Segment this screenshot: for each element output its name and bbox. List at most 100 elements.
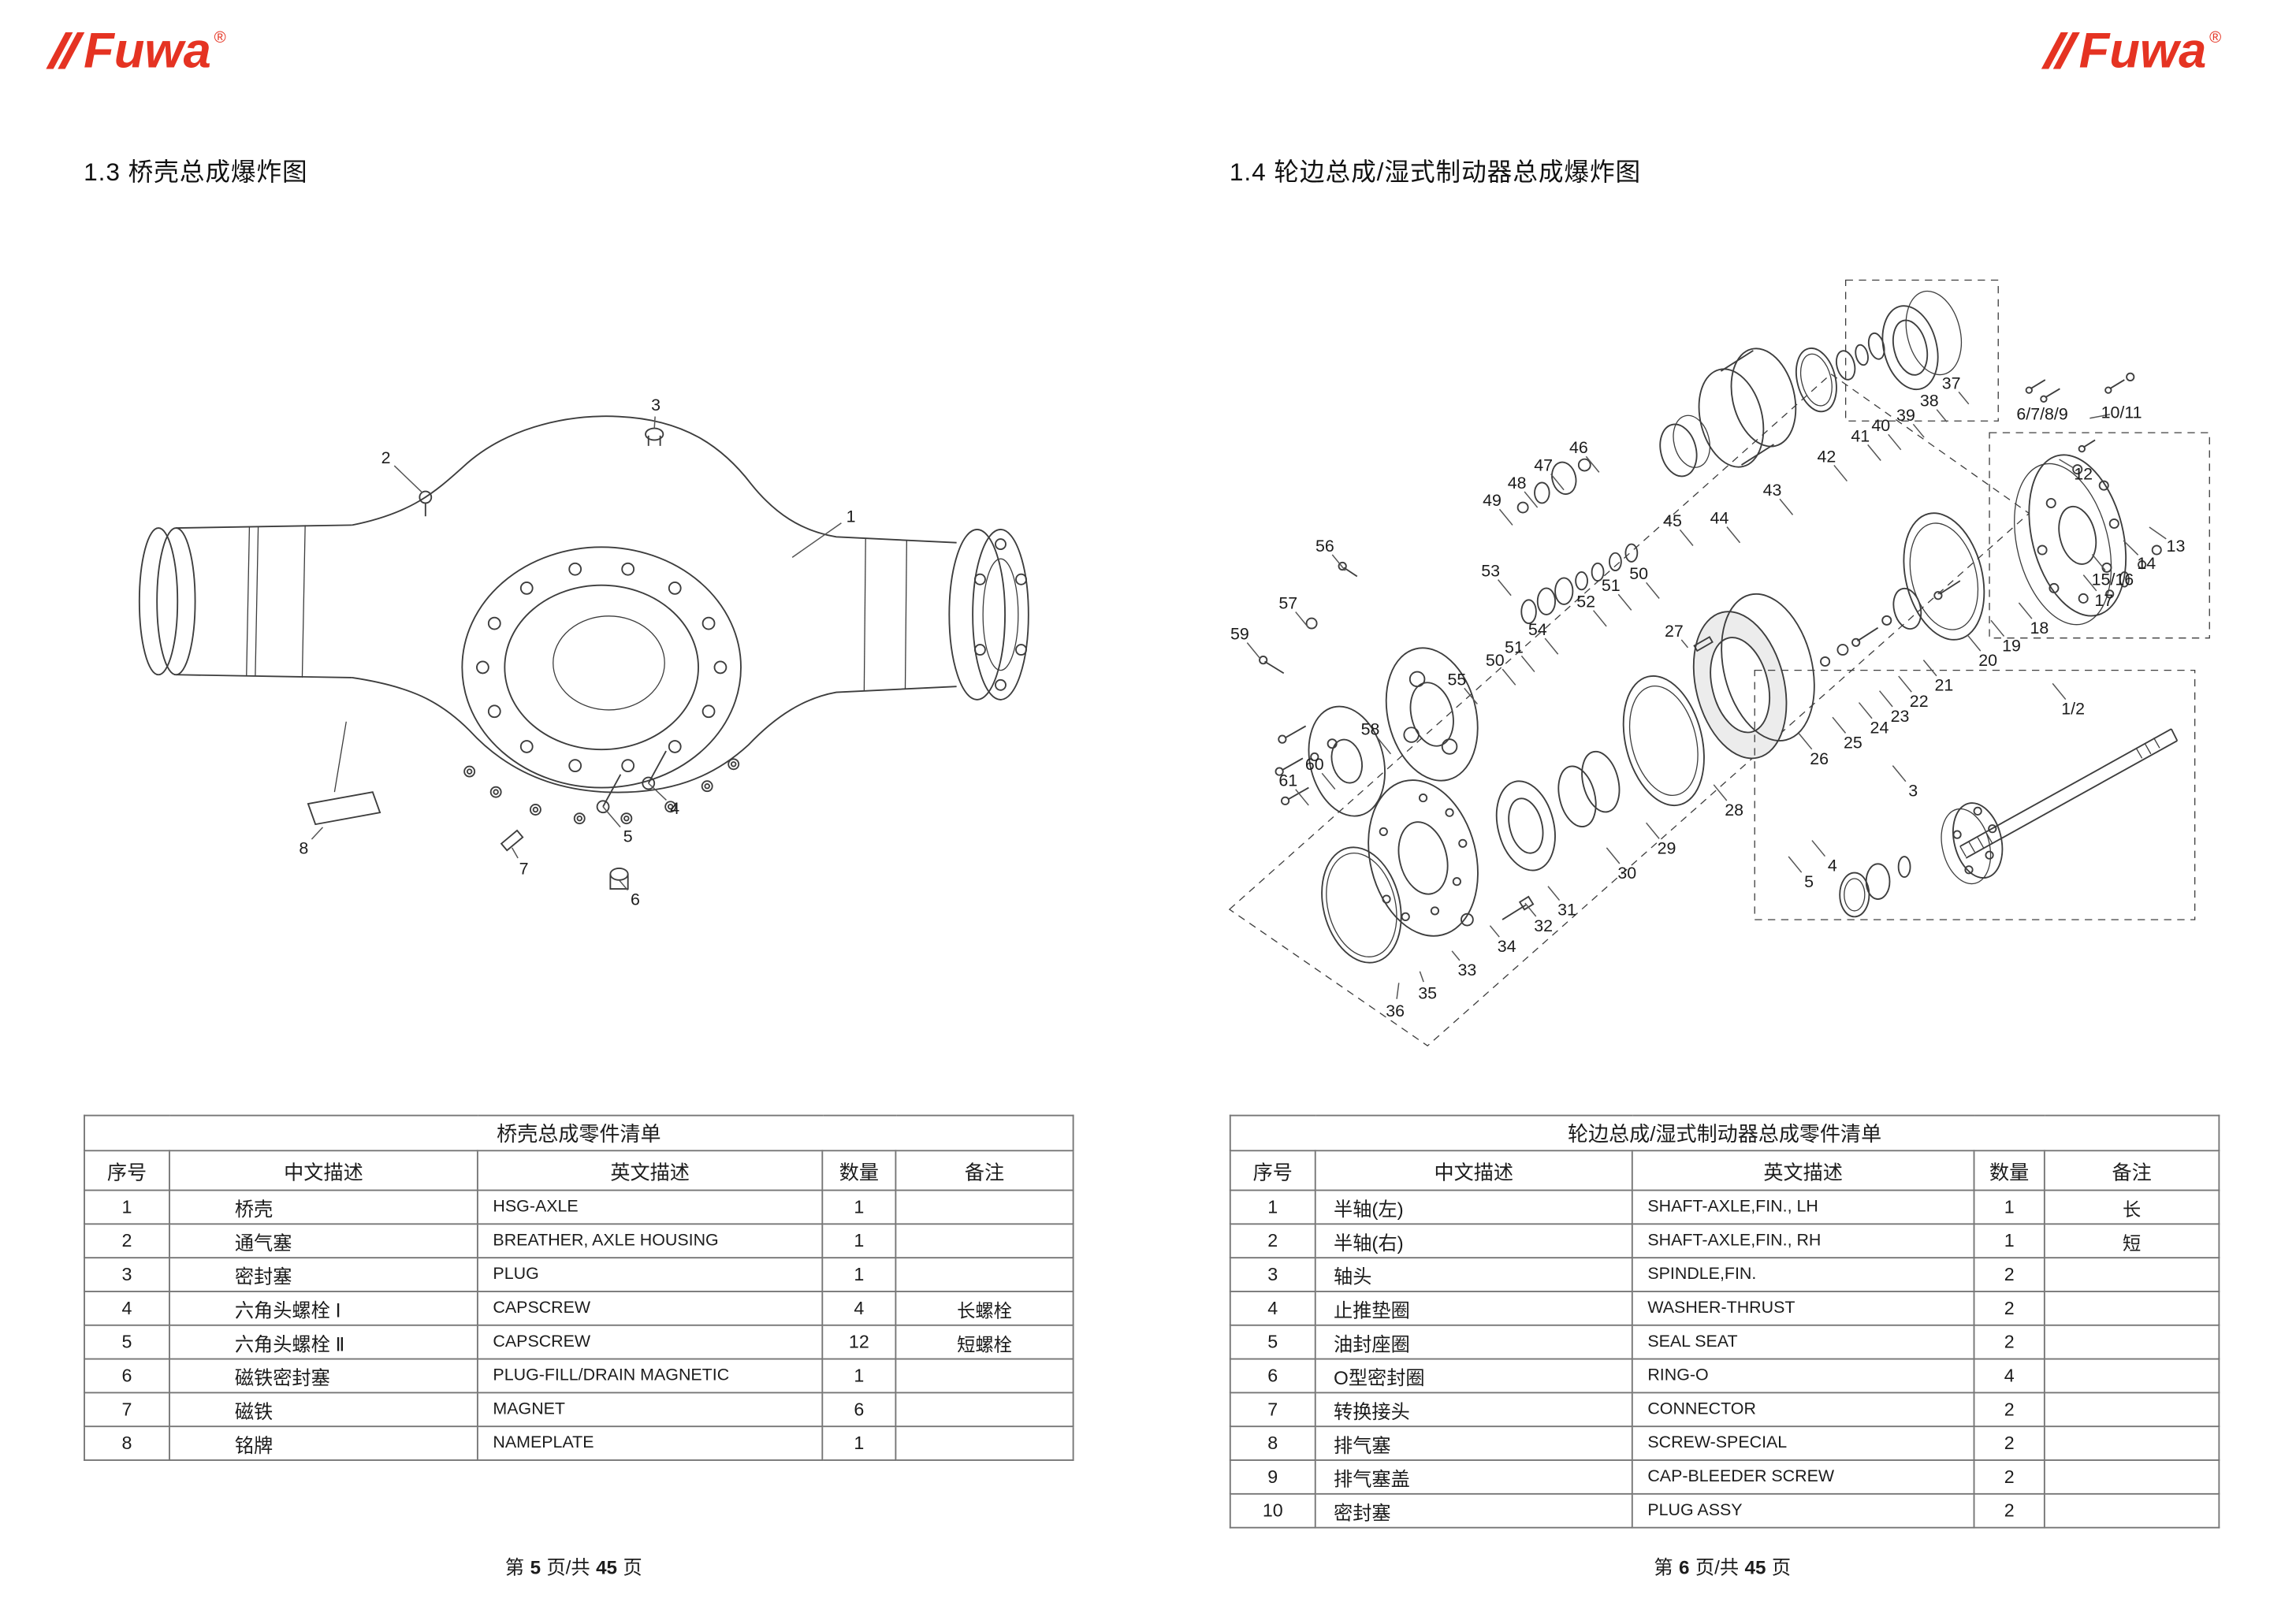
- wheel-hub-33: [1368, 779, 1479, 937]
- table-title-right: 轮边总成/湿式制动器总成零件清单: [1229, 1114, 2220, 1152]
- table-cell: [2043, 1459, 2220, 1495]
- callout-label: 40: [1871, 416, 1890, 435]
- table-cell: 5: [1229, 1324, 1316, 1360]
- table-cell: 2: [84, 1223, 170, 1259]
- callout-leader: [648, 782, 667, 801]
- registered-mark: ®: [214, 29, 226, 47]
- callout-leader: [2052, 682, 2067, 701]
- bearing-37-38: [1881, 290, 1963, 391]
- callout-leader: [1922, 660, 1937, 677]
- table-cell: 2: [1973, 1324, 2045, 1360]
- callout-label: 17: [2094, 591, 2113, 610]
- callout-leader: [2082, 574, 2097, 592]
- table-cell: 7: [1229, 1392, 1316, 1428]
- callout-label: 46: [1569, 438, 1588, 457]
- table-cell: 7: [84, 1392, 170, 1428]
- callout-leader: [1726, 526, 1741, 544]
- table-cell: [2043, 1358, 2220, 1394]
- callout-label: 43: [1763, 481, 1782, 500]
- callout-leader: [2089, 414, 2111, 419]
- table-cell: PLUG ASSY: [1631, 1492, 1975, 1529]
- col-header-qty: 数量: [1973, 1150, 2045, 1191]
- table-cell: PLUG: [476, 1257, 824, 1292]
- table-cell: 8: [1229, 1425, 1316, 1461]
- callout-label: 14: [2137, 554, 2156, 573]
- col-header-index: 序号: [1229, 1150, 1316, 1191]
- table-cell: 3: [1229, 1257, 1316, 1292]
- callout-label: 32: [1534, 916, 1553, 935]
- table-cell: 1: [821, 1257, 897, 1292]
- callout-leader: [1585, 455, 1600, 473]
- table-cell: 短螺栓: [895, 1324, 1074, 1360]
- plug-part: [645, 427, 664, 446]
- table-cell: 排气塞: [1314, 1425, 1633, 1461]
- callout-leader: [1547, 886, 1561, 901]
- table-cell: RING-O: [1631, 1358, 1975, 1394]
- callout-leader: [1524, 902, 1537, 917]
- col-header-en-desc: 英文描述: [1631, 1150, 1975, 1191]
- callout-leader: [1295, 611, 1309, 629]
- col-header-remark: 备注: [895, 1150, 1074, 1191]
- carrier-55: [1385, 647, 1479, 782]
- table-cell: WASHER-THRUST: [1631, 1291, 1975, 1326]
- callout-label: 31: [1557, 901, 1576, 920]
- table-cell: 1: [821, 1425, 897, 1461]
- table-cell: [895, 1392, 1074, 1428]
- table-cell: SHAFT-AXLE,FIN., RH: [1631, 1223, 1975, 1259]
- table-cell: [895, 1425, 1074, 1461]
- table-cell: 长螺栓: [895, 1291, 1074, 1326]
- callout-label: 22: [1910, 692, 1929, 711]
- table-cell: NAMEPLATE: [476, 1425, 824, 1461]
- col-header-en-desc: 英文描述: [476, 1150, 824, 1191]
- col-header-remark: 备注: [2043, 1150, 2220, 1191]
- callout-leader: [1593, 610, 1607, 627]
- callout-leader: [2149, 526, 2167, 540]
- table-cell: 4: [84, 1291, 170, 1326]
- table-cell: 半轴(左): [1314, 1189, 1633, 1225]
- table-cell: MAGNET: [476, 1392, 824, 1428]
- callout-leader: [1502, 668, 1516, 686]
- callout-label: 45: [1663, 511, 1682, 530]
- callout-label: 13: [2167, 537, 2186, 556]
- table-cell: 2: [1973, 1291, 2045, 1326]
- callout-label: 19: [2002, 636, 2021, 655]
- callout-label: 18: [2030, 619, 2049, 637]
- table-cell: CAPSCREW: [476, 1324, 824, 1360]
- wheel-end-drawing: [1228, 279, 2210, 1047]
- callout-label: 7: [519, 859, 529, 878]
- callout-leader: [1878, 690, 1893, 708]
- callout-label: 47: [1534, 456, 1553, 475]
- callout-label: 59: [1230, 625, 1249, 644]
- table-cell: 5: [84, 1324, 170, 1360]
- table-cell: 转换接头: [1314, 1392, 1633, 1428]
- callout-leader: [1936, 409, 1948, 422]
- callout-leader: [1419, 971, 1424, 983]
- magnet-part: [500, 829, 524, 852]
- table-cell: 3: [84, 1257, 170, 1292]
- table-cell: SEAL SEAT: [1631, 1324, 1975, 1360]
- registered-mark: ®: [2209, 29, 2222, 47]
- nameplate-part: [307, 791, 381, 826]
- logo-bars-icon: [46, 32, 85, 69]
- table-cell: 6: [821, 1392, 897, 1428]
- table-cell: 油封座圈: [1314, 1324, 1633, 1360]
- callout-label: 60: [1305, 755, 1324, 774]
- table-cell: 磁铁密封塞: [169, 1358, 478, 1394]
- callout-label: 56: [1315, 537, 1334, 556]
- table-cell: 短: [2043, 1223, 2220, 1259]
- callout-label: 49: [1483, 491, 1502, 510]
- table-cell: 1: [1229, 1189, 1316, 1225]
- callout-leader: [311, 827, 324, 840]
- footer-page-number: 5: [530, 1555, 541, 1578]
- callout-leader: [1331, 554, 1346, 571]
- axle-shaft-1-2: [1959, 728, 2179, 859]
- ring-28: [1622, 675, 1705, 807]
- table-cell: SCREW-SPECIAL: [1631, 1425, 1975, 1461]
